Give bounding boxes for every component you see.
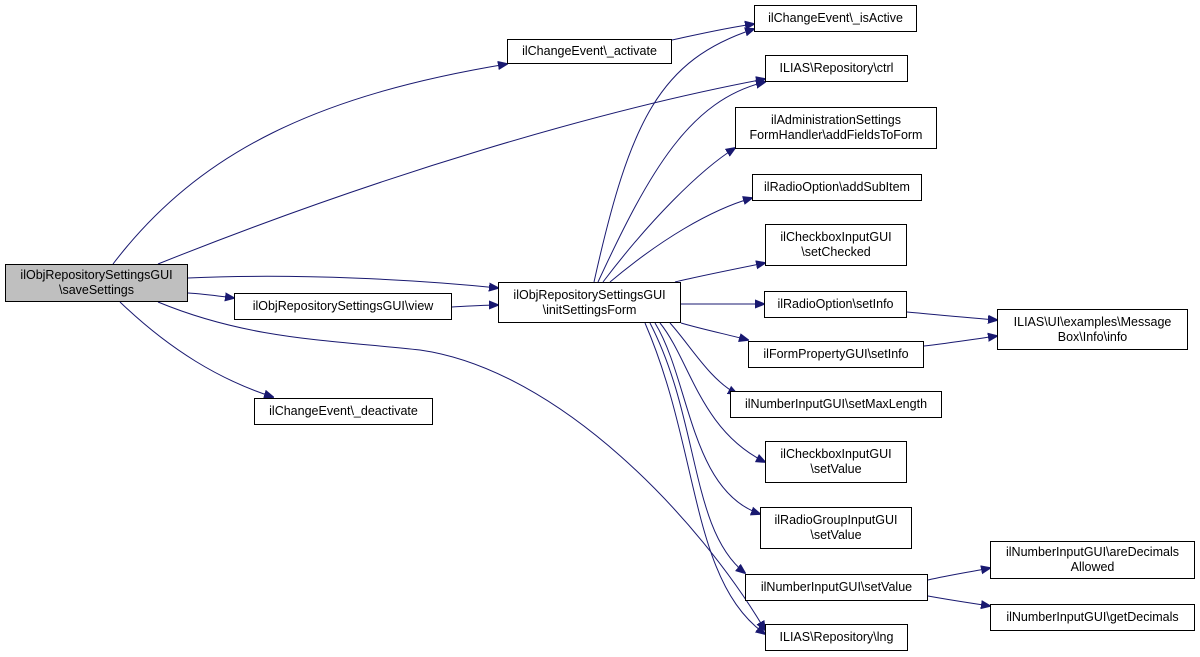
node-number-set-max-length[interactable]: ilNumberInputGUI\setMaxLength <box>730 391 942 418</box>
node-view-label: ilObjRepositorySettingsGUI\view <box>252 299 434 313</box>
node-are-decimals-allowed-line-1: ilNumberInputGUI\areDecimals <box>1006 545 1179 559</box>
node-activate[interactable]: ilChangeEvent\_activate <box>507 39 672 64</box>
node-radio-group-set-value[interactable]: ilRadioGroupInputGUI \setValue <box>760 507 912 549</box>
node-radio-group-set-value-line-1: ilRadioGroupInputGUI <box>774 513 898 527</box>
edge-init-to-addfields <box>602 148 735 283</box>
edge-save-to-init <box>187 275 498 288</box>
node-repo-ctrl-label: ILIAS\Repository\ctrl <box>779 61 894 75</box>
node-form-property-set-info[interactable]: ilFormPropertyGUI\setInfo <box>748 341 924 368</box>
edge-init-to-ctrl <box>597 82 765 283</box>
node-deactivate[interactable]: ilChangeEvent\_deactivate <box>254 398 433 425</box>
node-add-fields-to-form-line-1: ilAdministrationSettings <box>771 113 901 127</box>
node-checkbox-set-checked-line-1: ilCheckboxInputGUI <box>780 230 892 244</box>
node-activate-label: ilChangeEvent\_activate <box>522 44 657 58</box>
edge-activate-to-isactive <box>671 24 754 41</box>
node-add-sub-item-label: ilRadioOption\addSubItem <box>764 180 910 194</box>
node-add-sub-item[interactable]: ilRadioOption\addSubItem <box>752 174 922 201</box>
node-number-set-value[interactable]: ilNumberInputGUI\setValue <box>745 574 928 601</box>
node-message-box-info[interactable]: ILIAS\UI\examples\Message Box\Info\info <box>997 309 1188 350</box>
edge-save-to-lng <box>157 301 765 630</box>
node-save-settings-line-1: ilObjRepositorySettingsGUI <box>20 268 173 282</box>
edge-number-setvalue-to-getdecimals <box>927 595 990 606</box>
edge-form-setinfo-to-info <box>923 336 997 347</box>
node-radio-set-info-label: ilRadioOption\setInfo <box>777 297 894 311</box>
edge-init-to-form-setinfo <box>680 322 748 340</box>
node-is-active-label: ilChangeEvent\_isActive <box>768 11 903 25</box>
node-init-settings-form-line-2: \initSettingsForm <box>542 302 637 317</box>
node-number-set-value-label: ilNumberInputGUI\setValue <box>760 580 913 594</box>
edge-init-to-radiogroup-setvalue <box>654 322 760 514</box>
node-are-decimals-allowed[interactable]: ilNumberInputGUI\areDecimals Allowed <box>990 541 1195 579</box>
node-save-settings[interactable]: ilObjRepositorySettingsGUI \saveSettings <box>5 264 188 302</box>
node-deactivate-label: ilChangeEvent\_deactivate <box>269 404 418 418</box>
node-checkbox-set-value[interactable]: ilCheckboxInputGUI \setValue <box>765 441 907 483</box>
node-number-set-max-length-label: ilNumberInputGUI\setMaxLength <box>744 397 928 411</box>
edge-init-to-number-setvalue <box>649 322 745 573</box>
edge-init-to-setchecked <box>674 263 765 283</box>
node-checkbox-set-value-line-2: \setValue <box>810 462 862 476</box>
edge-save-to-activate <box>112 64 507 265</box>
node-form-property-set-info-label: ilFormPropertyGUI\setInfo <box>763 347 909 361</box>
node-message-box-info-line-1: ILIAS\UI\examples\Message <box>1013 314 1172 329</box>
node-are-decimals-allowed-line-2: Allowed <box>1070 560 1115 574</box>
edge-init-to-checkbox-setvalue <box>659 322 765 462</box>
node-repo-lng[interactable]: ILIAS\Repository\lng <box>765 624 908 651</box>
edge-radio-setinfo-to-info <box>906 311 997 320</box>
node-message-box-info-line-2: Box\Info\info <box>1057 329 1128 344</box>
edge-init-to-isactive <box>593 29 754 283</box>
node-repo-ctrl[interactable]: ILIAS\Repository\ctrl <box>765 55 908 82</box>
node-checkbox-set-value-line-1: ilCheckboxInputGUI <box>780 447 892 461</box>
node-add-fields-to-form[interactable]: ilAdministrationSettings FormHandler\add… <box>735 107 937 149</box>
node-radio-set-info[interactable]: ilRadioOption\setInfo <box>764 291 907 318</box>
node-repo-lng-label: ILIAS\Repository\lng <box>779 630 894 644</box>
node-init-settings-form-line-1: ilObjRepositorySettingsGUI <box>513 287 666 302</box>
node-view[interactable]: ilObjRepositorySettingsGUI\view <box>234 293 452 320</box>
edge-view-to-init <box>451 305 498 307</box>
edge-init-to-lng <box>644 322 765 634</box>
edge-save-to-view <box>187 293 234 298</box>
edge-init-to-setmaxlength <box>669 322 737 394</box>
node-init-settings-form[interactable]: ilObjRepositorySettingsGUI \initSettings… <box>498 282 681 323</box>
edge-save-to-ctrl <box>157 79 765 265</box>
node-save-settings-line-2: \saveSettings <box>58 283 135 297</box>
node-checkbox-set-checked[interactable]: ilCheckboxInputGUI \setChecked <box>765 224 907 266</box>
node-checkbox-set-checked-line-2: \setChecked <box>801 245 871 259</box>
node-get-decimals-label: ilNumberInputGUI\getDecimals <box>1006 610 1179 624</box>
edge-save-to-deactivate <box>119 301 273 397</box>
edge-init-to-addsubitem <box>609 198 752 283</box>
node-radio-group-set-value-line-2: \setValue <box>810 528 862 542</box>
node-add-fields-to-form-line-2: FormHandler\addFieldsToForm <box>749 128 923 142</box>
edge-number-setvalue-to-aredecimals <box>927 568 990 581</box>
node-get-decimals[interactable]: ilNumberInputGUI\getDecimals <box>990 604 1195 631</box>
node-is-active[interactable]: ilChangeEvent\_isActive <box>754 5 917 32</box>
